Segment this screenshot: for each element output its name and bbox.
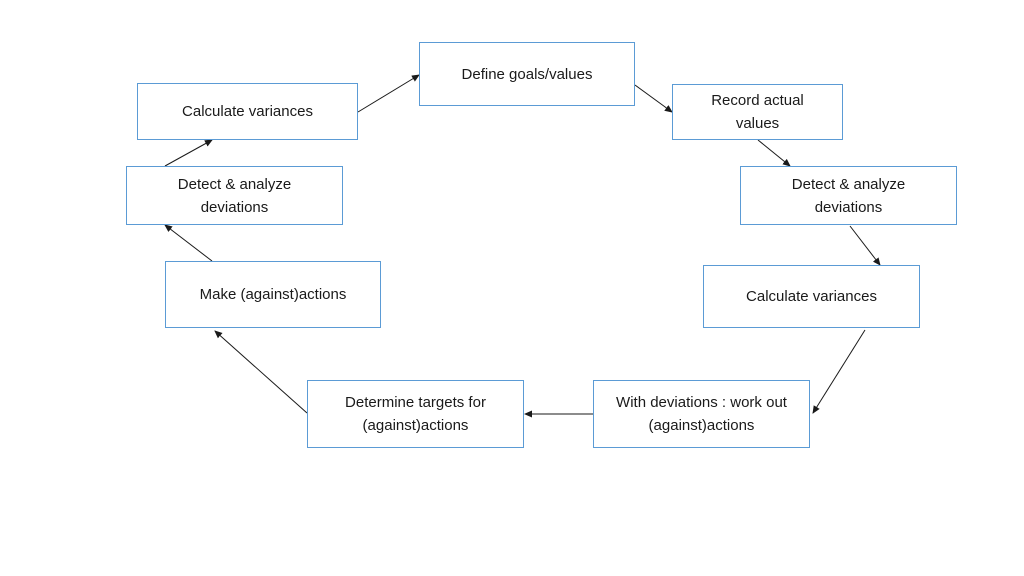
node-label: Detect & analyze deviations — [177, 175, 292, 216]
node-label: Calculate variances — [182, 103, 313, 120]
node-define-goals: Define goals/values — [419, 42, 635, 106]
arrow-make-actions-to-detect-left — [164, 224, 213, 262]
node-work-out: With deviations : work out (against)acti… — [593, 380, 810, 448]
arrow-detect-left-to-calc-left — [164, 139, 213, 167]
node-calc-right: Calculate variances — [703, 265, 920, 328]
arrow-detect-right-to-calc-right — [849, 225, 881, 266]
node-calc-left: Calculate variances — [137, 83, 358, 140]
arrow-determine-targets-to-make-actions — [214, 330, 308, 414]
arrow-record-actual-to-detect-right — [757, 139, 791, 167]
arrow-calc-left-to-define-goals — [357, 74, 420, 113]
node-label: Define goals/values — [461, 65, 593, 83]
node-label: Make (against)actions — [199, 286, 347, 303]
node-record-actual: Record actual values — [672, 84, 843, 140]
node-label: Record actual values — [711, 92, 804, 132]
node-detect-left: Detect & analyze deviations — [126, 166, 343, 225]
node-label: Detect & analyze deviations — [791, 175, 906, 216]
arrow-define-goals-to-record-actual — [634, 84, 673, 113]
node-label: With deviations : work out (against)acti… — [616, 394, 787, 434]
node-label: Determine targets for (against)actions — [345, 394, 486, 434]
node-detect-right: Detect & analyze deviations — [740, 166, 957, 225]
arrow-calc-right-to-work-out — [812, 329, 866, 414]
node-label: Calculate variances — [746, 288, 877, 305]
node-determine-targets: Determine targets for (against)actions — [307, 380, 524, 448]
node-make-actions: Make (against)actions — [165, 261, 381, 328]
